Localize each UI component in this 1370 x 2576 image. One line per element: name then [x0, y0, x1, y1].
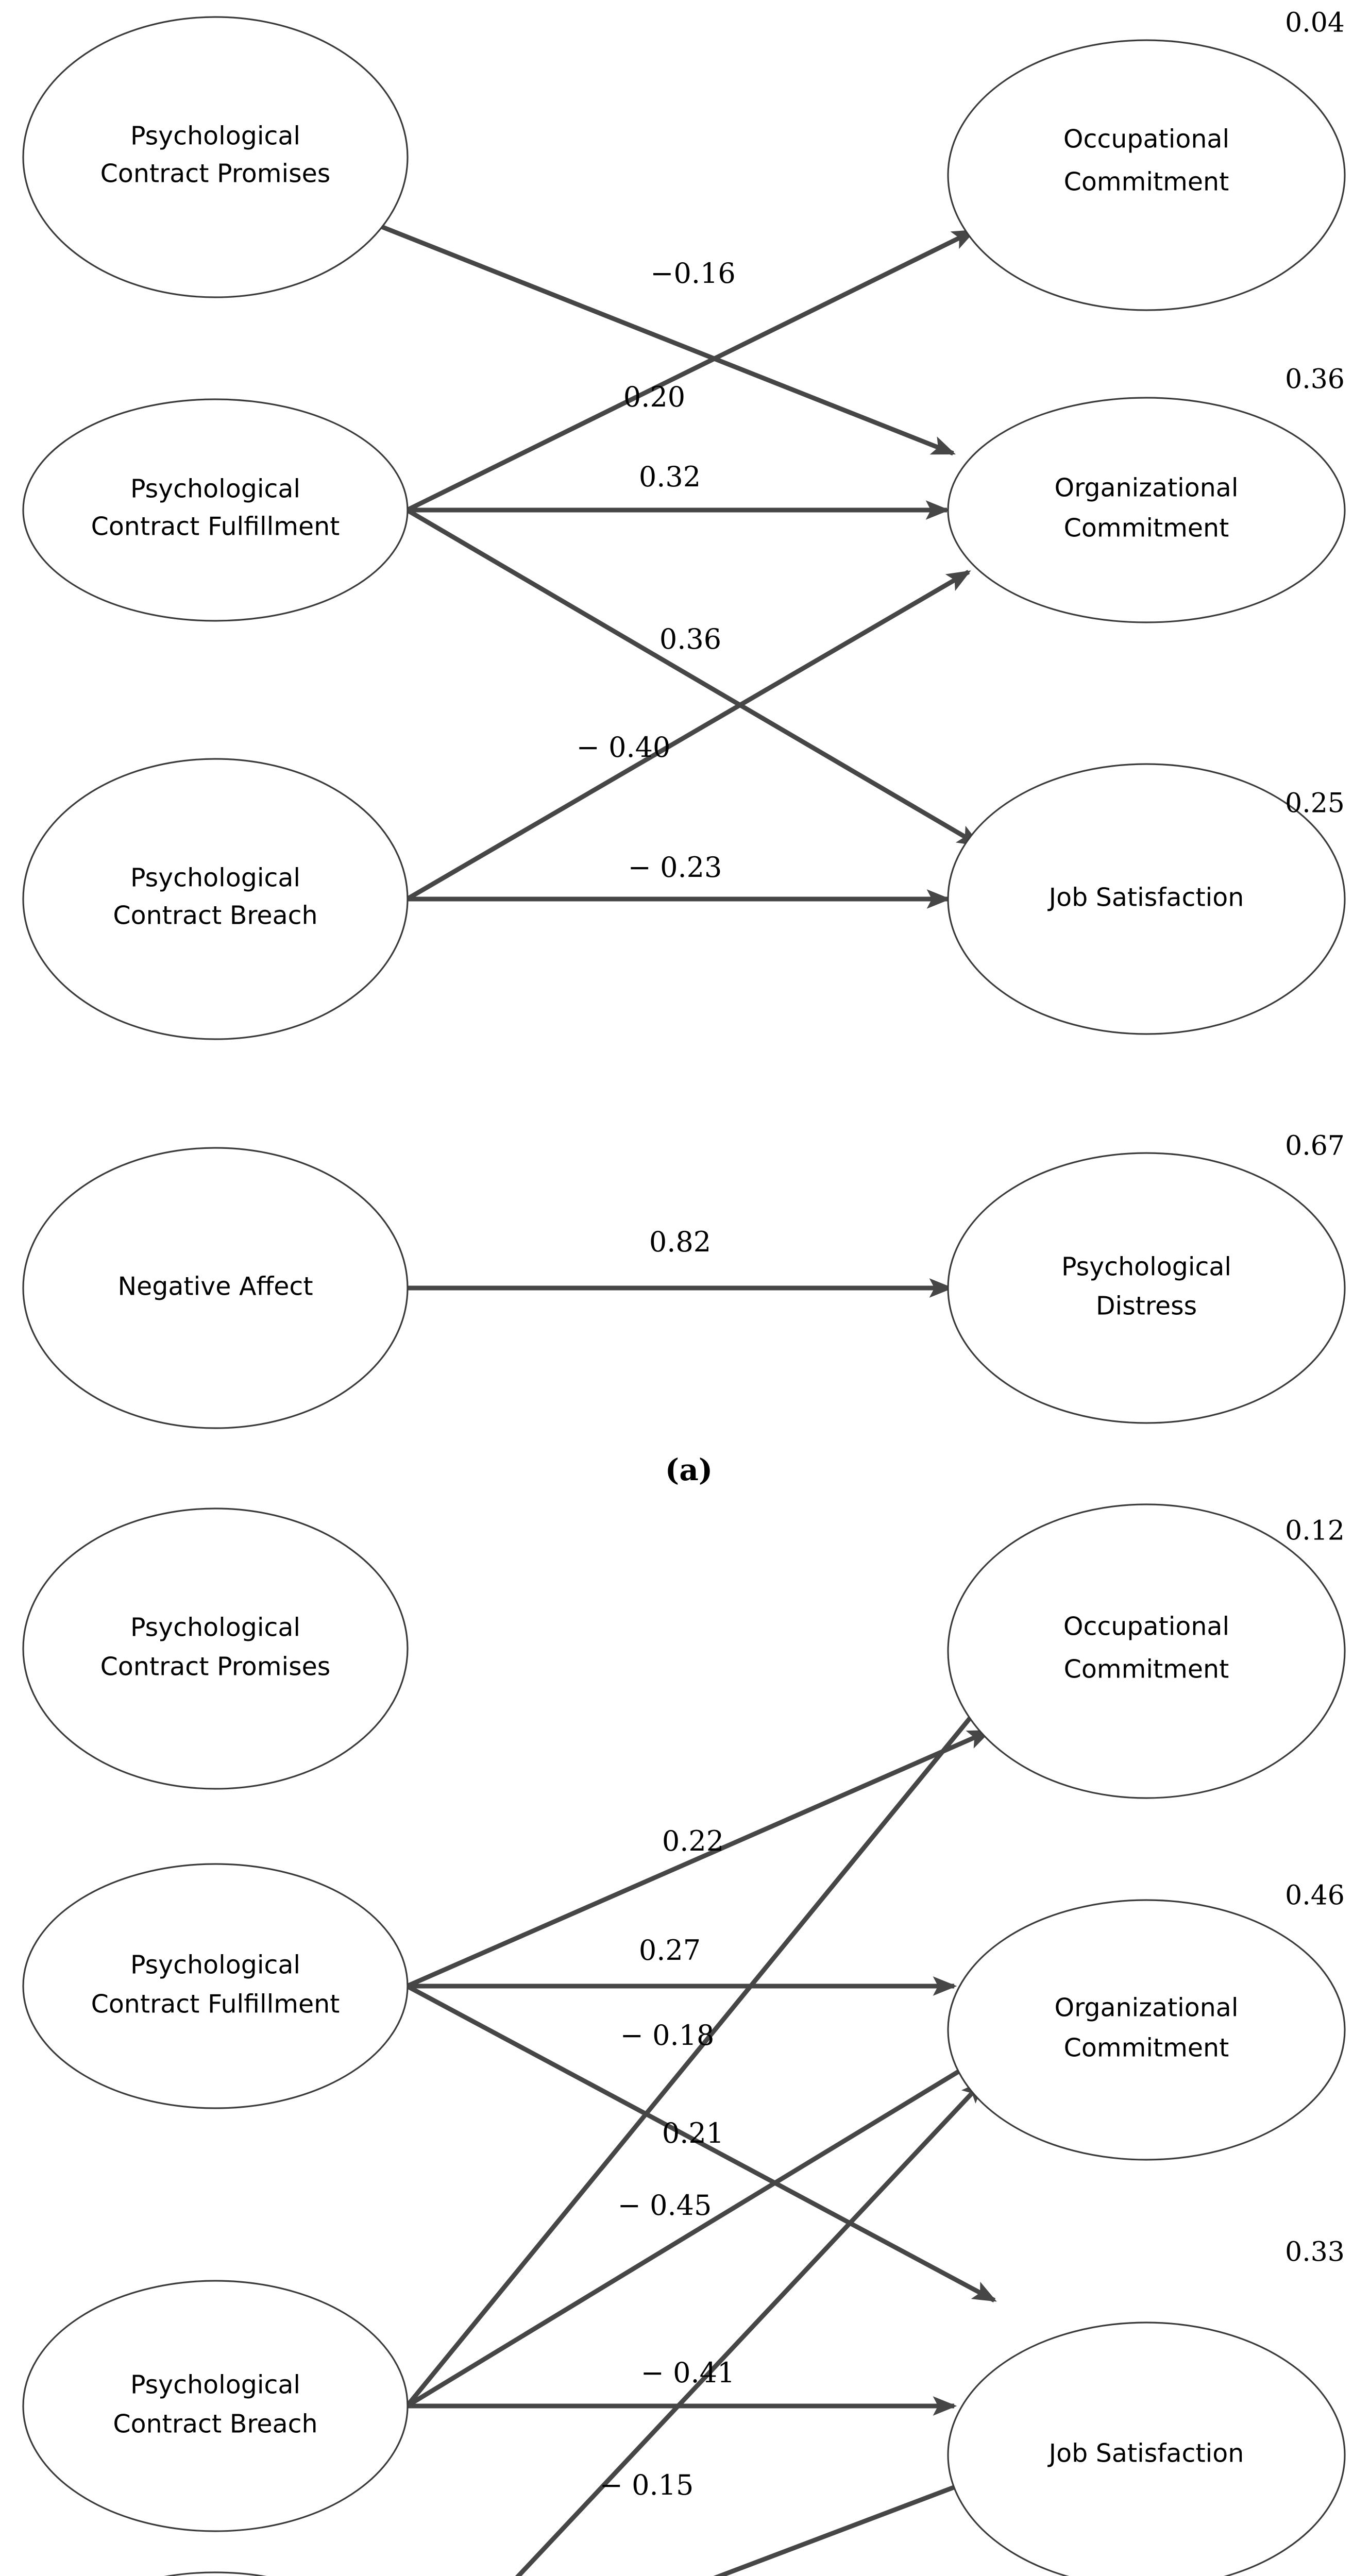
- path-a-pcf-to-oc: [406, 228, 976, 513]
- path-a-pcf-to-js: [405, 508, 982, 847]
- node-label-line1: Occupational: [1063, 125, 1229, 154]
- node-ellipse: [22, 1507, 409, 1790]
- path-label-b-4: − 0.45: [618, 2189, 712, 2222]
- node-a-organizational-commitment[interactable]: Organizational Commitment: [947, 397, 1346, 623]
- node-label-line1: Organizational: [1055, 473, 1239, 503]
- r2-label-b-organizational-commitment: 0.46: [1285, 1880, 1345, 1911]
- node-label-line2: Contract Promises: [100, 1652, 331, 1682]
- path-label-b-5: − 0.41: [641, 2357, 735, 2389]
- node-label-line1: Job Satisfaction: [1047, 2439, 1244, 2468]
- path-label-b-3: 0.21: [662, 2117, 724, 2149]
- path-b-pcf-to-js: [405, 1984, 997, 2302]
- path-label-a-4: − 0.40: [577, 731, 671, 764]
- node-label-line1: Psychological: [130, 863, 300, 893]
- node-label-line2: Contract Promises: [100, 159, 331, 189]
- node-ellipse: [947, 1152, 1346, 1424]
- node-label-line1: Negative Affect: [117, 1272, 313, 1301]
- path-b-pcb-to-orgc: [405, 2056, 983, 2408]
- node-b-psychological-contract-promises[interactable]: Psychological Contract Promises: [22, 1507, 409, 1790]
- node-label-line2: Distress: [1096, 1292, 1197, 1321]
- panel-a-paths: [205, 155, 982, 1298]
- r2-label-a-occupational-commitment: 0.04: [1285, 8, 1345, 39]
- node-a-negative-affect[interactable]: Negative Affect: [22, 1147, 409, 1429]
- node-ellipse: [22, 2280, 409, 2532]
- node-b-negative-affect[interactable]: Negative Affect: [23, 2571, 408, 2576]
- r2-label-b-occupational-commitment: 0.12: [1285, 1516, 1345, 1547]
- node-label-line2: Contract Fulfillment: [91, 1990, 340, 2019]
- node-label-line2: Contract Breach: [113, 901, 317, 930]
- node-label-line2: Commitment: [1064, 514, 1229, 543]
- node-label-line1: Occupational: [1063, 1612, 1229, 1641]
- path-b-na-to-orgc: [515, 2079, 985, 2576]
- path-label-a-2: 0.32: [639, 461, 701, 493]
- node-label-line2: Commitment: [1064, 1655, 1229, 1684]
- r2-label-b-job-satisfaction: 0.33: [1285, 2237, 1345, 2268]
- node-ellipse: [947, 39, 1346, 311]
- node-a-occupational-commitment[interactable]: Occupational Commitment: [947, 39, 1346, 311]
- node-ellipse: [947, 1503, 1346, 1799]
- node-label-line1: Job Satisfaction: [1047, 883, 1244, 912]
- node-b-psychological-contract-breach[interactable]: Psychological Contract Breach: [22, 2280, 409, 2532]
- node-ellipse: [164, 2571, 267, 2576]
- node-label-line1: Psychological: [130, 122, 300, 151]
- node-label-line2: Commitment: [1064, 167, 1229, 197]
- path-label-b-1: 0.27: [639, 1934, 701, 1967]
- node-ellipse: [947, 397, 1346, 623]
- node-label-line1: Organizational: [1055, 1993, 1239, 2023]
- node-ellipse: [22, 16, 409, 298]
- path-a-pcb-to-orgc: [405, 570, 971, 901]
- path-label-a-6: 0.82: [649, 1226, 711, 1258]
- panel-a: −0.16 0.20 0.32 0.36 − 0.40 − 0.23 0.82 …: [22, 8, 1346, 1487]
- node-a-psychological-distress[interactable]: Psychological Distress: [947, 1152, 1346, 1424]
- node-ellipse: [947, 1899, 1346, 2161]
- node-ellipse: [22, 1863, 409, 2109]
- panel-b-paths: [405, 1689, 997, 2576]
- node-ellipse: [947, 2321, 1346, 2576]
- path-label-a-1: 0.20: [623, 381, 685, 413]
- r2-label-a-organizational-commitment: 0.36: [1285, 364, 1345, 395]
- node-b-organizational-commitment[interactable]: Organizational Commitment: [947, 1899, 1346, 2161]
- path-label-a-5: − 0.23: [628, 851, 722, 884]
- r2-label-a-psychological-distress: 0.67: [1285, 1131, 1345, 1162]
- path-b-na-to-js: [713, 2470, 995, 2576]
- node-label-line2: Contract Breach: [113, 2410, 317, 2439]
- path-label-a-3: 0.36: [659, 623, 721, 655]
- path-b-pcb-to-oc: [405, 1689, 994, 2408]
- node-label-line1: Psychological: [130, 1951, 300, 1980]
- node-label-line1: Psychological: [130, 2370, 300, 2400]
- node-label-line2: Contract Fulfillment: [91, 512, 340, 541]
- path-label-b-6: − 0.15: [600, 2469, 694, 2501]
- panel-caption-a: (a): [665, 1452, 713, 1487]
- panel-a-path-labels: −0.16 0.20 0.32 0.36 − 0.40 − 0.23 0.82: [577, 257, 736, 1258]
- path-b-pcf-to-oc: [406, 1728, 992, 1989]
- node-label-line1: Psychological: [1061, 1252, 1231, 1282]
- path-label-a-0: −0.16: [650, 257, 735, 290]
- node-ellipse: [22, 1147, 409, 1429]
- node-ellipse: [22, 398, 409, 622]
- path-label-b-0: 0.22: [662, 1825, 724, 1857]
- node-b-occupational-commitment[interactable]: Occupational Commitment: [947, 1503, 1346, 1799]
- node-b-psychological-contract-fulfillment[interactable]: Psychological Contract Fulfillment: [22, 1863, 409, 2109]
- node-label-line2: Commitment: [1064, 2033, 1229, 2063]
- node-a-psychological-contract-promises[interactable]: Psychological Contract Promises: [22, 16, 409, 298]
- node-b-job-satisfaction[interactable]: Job Satisfaction: [947, 2321, 1346, 2576]
- node-a-psychological-contract-breach[interactable]: Psychological Contract Breach: [22, 758, 409, 1040]
- node-label-line1: Psychological: [130, 1613, 300, 1642]
- path-label-b-2: − 0.18: [620, 2019, 715, 2052]
- panel-b-path-labels: 0.22 0.27 − 0.18 0.21 − 0.45 − 0.41 − 0.…: [600, 1825, 735, 2501]
- node-label-line1: Psychological: [130, 474, 300, 504]
- r2-label-a-job-satisfaction: 0.25: [1285, 788, 1345, 819]
- node-a-job-satisfaction[interactable]: Job Satisfaction: [947, 763, 1346, 1035]
- node-ellipse: [947, 763, 1346, 1035]
- node-ellipse: [22, 758, 409, 1040]
- panel-b: 0.22 0.27 − 0.18 0.21 − 0.45 − 0.41 − 0.…: [22, 1503, 1346, 2576]
- node-a-psychological-contract-fulfillment[interactable]: Psychological Contract Fulfillment: [22, 398, 409, 622]
